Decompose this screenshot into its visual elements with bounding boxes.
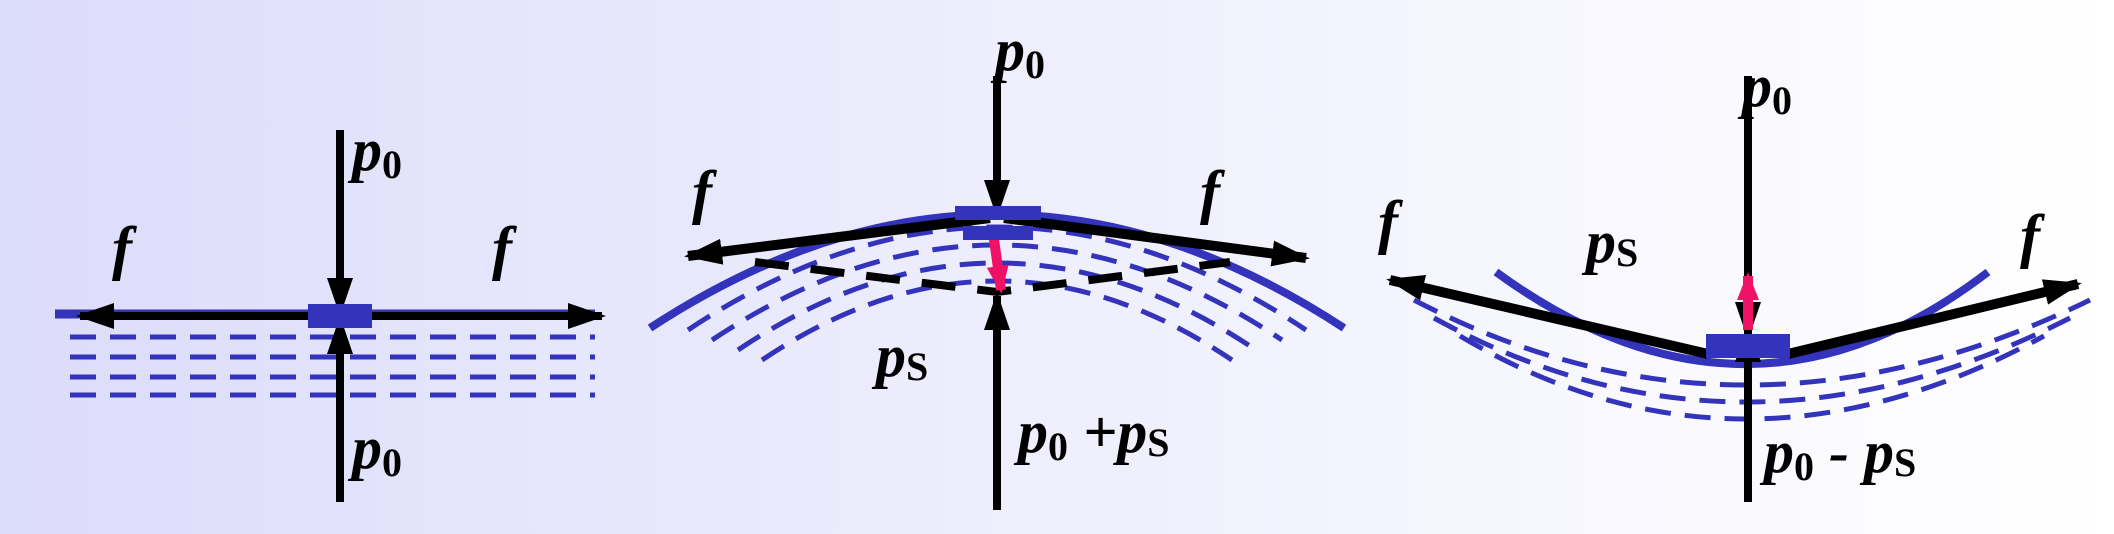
pressure-label-bottom: p0 <box>347 415 402 485</box>
tension-arrow-right <box>1786 279 2082 359</box>
surface-element <box>308 304 372 328</box>
liquid-layer-dashed-arc <box>1412 297 2092 388</box>
pressure-label-top: p0 <box>347 117 402 187</box>
tension-label-right: f <box>2020 203 2045 269</box>
pressure-label-top: p0 <box>990 17 1045 87</box>
surface-element <box>1706 334 1790 358</box>
liquid-layer-dashed-arc <box>736 260 1258 353</box>
panel-flat-surface: f f p0 p0 <box>55 117 606 502</box>
surface-pressure-label: pS <box>1581 209 1638 275</box>
tension-label-right: f <box>492 215 517 281</box>
tension-label-right: f <box>1200 159 1225 225</box>
surface-pressure-label: pS <box>871 323 928 389</box>
pressure-label-top: p0 <box>1737 53 1792 123</box>
tension-arrow-left <box>1386 275 1710 359</box>
surface-element-lower <box>963 226 1033 240</box>
tension-arrow-right <box>1003 213 1310 267</box>
pressure-label-bottom: p0 - pS <box>1759 419 1916 489</box>
tension-label-left: f <box>1378 189 1403 255</box>
panel-convex-surface: f f p0 pS p0 +pS <box>647 17 1347 510</box>
surface-element <box>955 206 1041 220</box>
tension-label-left: f <box>112 215 137 281</box>
tension-arrow-left <box>684 213 991 265</box>
tension-label-left: f <box>692 159 717 225</box>
panel-concave-surface: f f p0 pS p0 - pS <box>1378 53 2092 502</box>
pressure-label-bottom: p0 +pS <box>1013 399 1169 469</box>
net-force-arrow <box>986 231 1009 294</box>
